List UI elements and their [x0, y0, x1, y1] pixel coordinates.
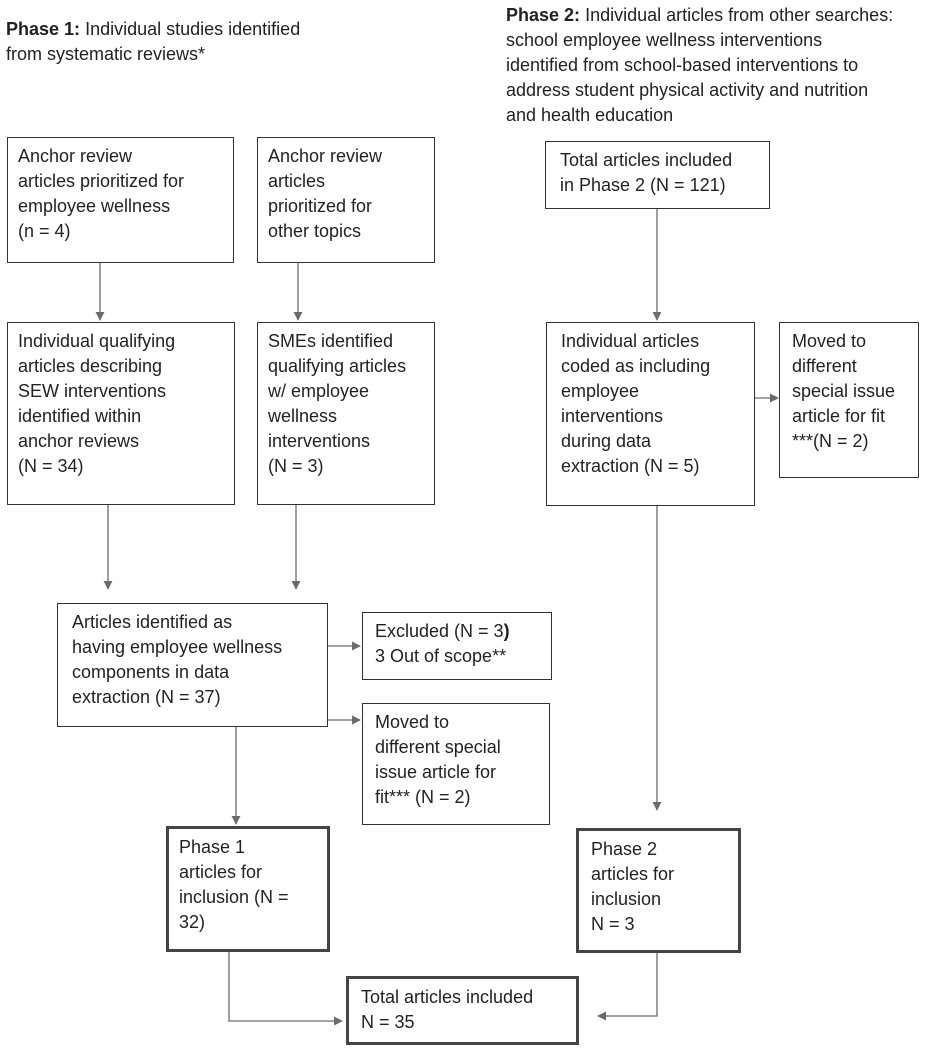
box-line: extraction (N = 37) — [72, 687, 221, 707]
box-line: ***(N = 2) — [792, 431, 869, 451]
box-moved-p1: Moved to different special issue article… — [362, 703, 550, 825]
box-line: identified within — [18, 406, 142, 426]
box-line: having employee wellness — [72, 637, 283, 657]
box-line: interventions — [268, 431, 371, 451]
phase1-heading-label: Phase 1: — [6, 19, 81, 39]
box-line: Moved to — [792, 331, 867, 351]
box-line: anchor reviews — [18, 431, 140, 451]
phase2-heading-label: Phase 2: — [506, 5, 581, 25]
box-line: Moved to — [375, 712, 450, 732]
box-line: (N = 3) — [268, 456, 324, 476]
box-line: 3 Out of scope** — [375, 646, 507, 666]
box-line: different — [792, 356, 857, 376]
box-anchor-other: Anchor review articles prioritized for o… — [257, 137, 435, 263]
box-line: different special — [375, 737, 501, 757]
box-line: (N = 34) — [18, 456, 84, 476]
box-individual-qualifying: Individual qualifying articles describin… — [7, 322, 235, 505]
box-excluded: Excluded (N = 3) 3 Out of scope** — [362, 612, 552, 680]
box-smes: SMEs identified qualifying articles w/ e… — [257, 322, 435, 505]
box-line: N = 35 — [361, 1012, 415, 1032]
box-line: employee wellness — [18, 196, 171, 216]
box-line: article for fit — [792, 406, 886, 426]
box-line: articles for — [179, 862, 263, 882]
box-moved-p2: Moved to different special issue article… — [779, 322, 919, 478]
box-line: Total articles included — [361, 987, 534, 1007]
arrow-phase1-to-total — [228, 952, 343, 1026]
phase2-heading-line: school employee wellness interventions — [506, 30, 823, 50]
phase2-heading-line: Individual articles from other searches: — [585, 5, 894, 25]
box-line: fit*** (N = 2) — [375, 787, 471, 807]
box-total-p2: Total articles included in Phase 2 (N = … — [545, 141, 770, 209]
box-line: 32) — [179, 912, 206, 932]
box-line: extraction (N = 5) — [561, 456, 700, 476]
box-line: coded as including — [561, 356, 711, 376]
box-line: SMEs identified — [268, 331, 394, 351]
box-line: (n = 4) — [18, 221, 71, 241]
box-line: Articles identified as — [72, 612, 233, 632]
box-line: Phase 1 — [179, 837, 246, 857]
box-anchor-employee: Anchor review articles prioritized for e… — [7, 137, 234, 263]
box-line: Total articles included — [560, 150, 733, 170]
box-line: special issue — [792, 381, 896, 401]
box-line: articles — [268, 171, 326, 191]
box-articles-identified: Articles identified as having employee w… — [57, 603, 328, 727]
phase2-heading: Phase 2: Individual articles from other … — [506, 3, 893, 128]
phase1-heading: Phase 1: Individual studies identified f… — [6, 17, 300, 67]
box-line: articles for — [591, 864, 675, 884]
box-line: w/ employee — [268, 381, 370, 401]
box-line: other topics — [268, 221, 362, 241]
box-line: employee — [561, 381, 640, 401]
box-line: articles prioritized for — [18, 171, 185, 191]
box-line: wellness — [268, 406, 338, 426]
box-line: issue article for — [375, 762, 497, 782]
excluded-paren: ) — [503, 621, 510, 641]
box-line: components in data — [72, 662, 230, 682]
box-line: SEW interventions — [18, 381, 167, 401]
box-line: qualifying articles — [268, 356, 407, 376]
box-line: Individual qualifying — [18, 331, 176, 351]
box-line: interventions — [561, 406, 664, 426]
box-line: inclusion — [591, 889, 662, 909]
phase1-heading-line: Individual studies identified — [85, 19, 301, 39]
box-line: Anchor review — [18, 146, 133, 166]
excluded-count: Excluded (N = 3 — [375, 621, 504, 641]
box-line: Individual articles — [561, 331, 700, 351]
phase2-heading-line: identified from school-based interventio… — [506, 55, 859, 75]
box-line: N = 3 — [591, 914, 635, 934]
box-line: Anchor review — [268, 146, 383, 166]
box-total-included: Total articles included N = 35 — [346, 976, 579, 1045]
box-line: articles describing — [18, 356, 163, 376]
box-line: during data — [561, 431, 652, 451]
box-line: Phase 2 — [591, 839, 658, 859]
arrow-phase2-to-total — [597, 953, 658, 1021]
box-line: prioritized for — [268, 196, 373, 216]
phase2-heading-line: and health education — [506, 105, 674, 125]
phase1-heading-line: from systematic reviews* — [6, 44, 206, 64]
box-phase1-inclusion: Phase 1 articles for inclusion (N = 32) — [166, 826, 330, 952]
box-individual-coded: Individual articles coded as including e… — [546, 322, 755, 506]
box-line: in Phase 2 (N = 121) — [560, 175, 726, 195]
box-phase2-inclusion: Phase 2 articles for inclusion N = 3 — [576, 828, 741, 953]
phase2-heading-line: address student physical activity and nu… — [506, 80, 869, 100]
box-line: inclusion (N = — [179, 887, 289, 907]
box-line: Excluded (N = 3) — [375, 619, 543, 644]
